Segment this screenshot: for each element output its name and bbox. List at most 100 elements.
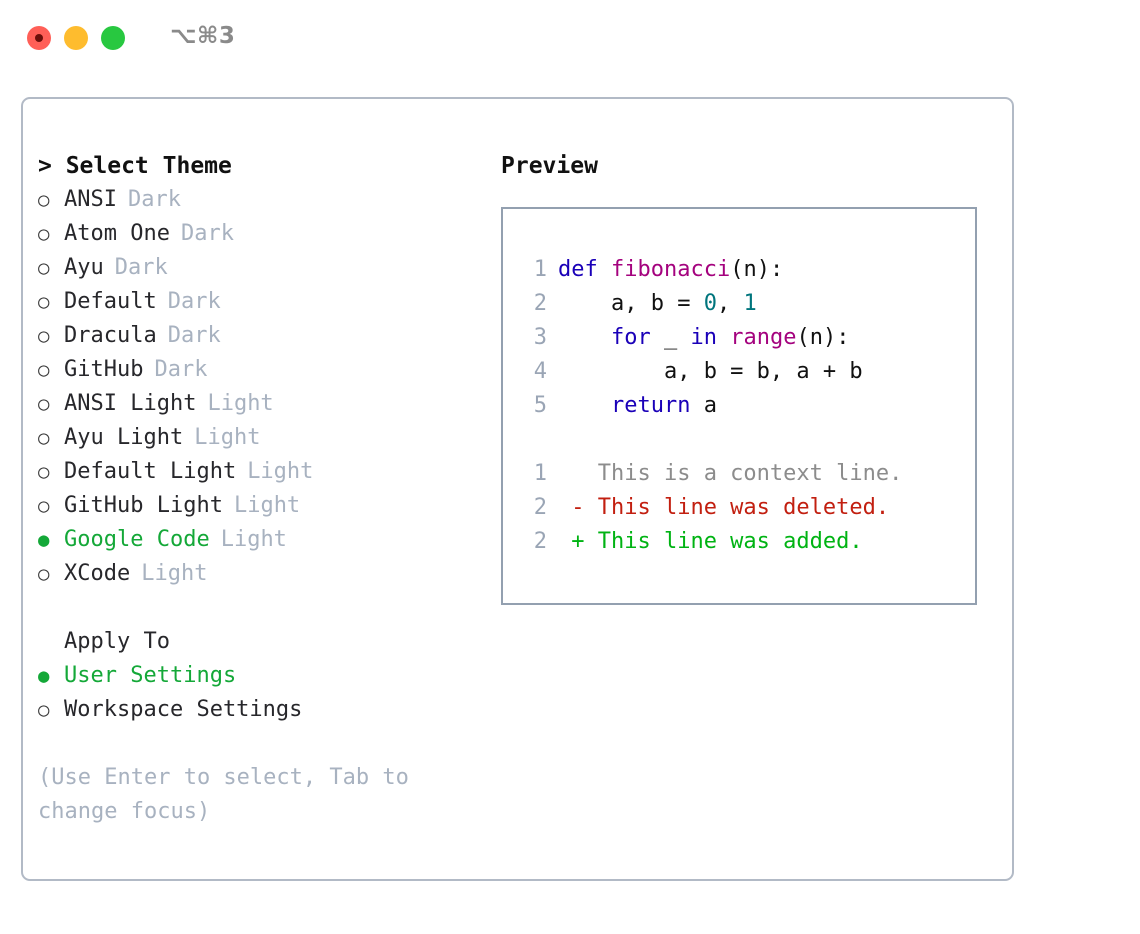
- apply-to-marker-spacer: [38, 625, 64, 659]
- radio-unselected-icon: ○: [38, 495, 50, 517]
- code-line-text: a, b = b, a + b: [558, 355, 863, 389]
- diff-ctx-text: This is a context line.: [558, 461, 903, 486]
- theme-variant-badge: Dark: [127, 187, 181, 212]
- token-num: 0: [703, 291, 717, 316]
- line-number: 5: [533, 393, 547, 418]
- theme-variant-badge: Light: [247, 459, 314, 484]
- code-line: 2 a, b = 0, 1: [517, 287, 902, 321]
- apply-to-option-list[interactable]: ●User Settings ○ Workspace Settings: [38, 659, 498, 727]
- maximize-button[interactable]: [101, 26, 125, 50]
- apply-to-heading: Apply To: [38, 625, 498, 659]
- select-theme-heading: > Select Theme: [38, 153, 232, 179]
- line-number: 1: [533, 257, 547, 282]
- theme-option-default-light[interactable]: ○ Default Light Light: [38, 455, 498, 489]
- code-line: 4 a, b = b, a + b: [517, 355, 902, 389]
- token-pln: a: [690, 393, 717, 418]
- token-pln: (n):: [796, 325, 850, 350]
- theme-variant-badge: Dark: [167, 323, 221, 348]
- token-pln: a, b = b, a + b: [558, 359, 863, 384]
- token-pln: [558, 325, 611, 350]
- theme-variant-badge: Light: [207, 391, 274, 416]
- radio-selected-icon: ●: [38, 665, 50, 687]
- preview-heading: Preview: [501, 153, 598, 179]
- radio-unselected-icon: ○: [38, 461, 50, 483]
- diff-line-del: 2 - This line was deleted.: [517, 491, 902, 525]
- theme-option-label: XCode: [64, 561, 131, 586]
- close-button[interactable]: [27, 26, 51, 50]
- line-number: 2: [533, 291, 547, 316]
- theme-variant-badge: Light: [233, 493, 301, 518]
- theme-option-ayu[interactable]: ○ Ayu Dark: [38, 251, 498, 285]
- theme-option-label: Default Light: [64, 459, 237, 484]
- window-controls: [27, 26, 125, 50]
- token-pln: [598, 257, 611, 282]
- radio-unselected-icon: ○: [38, 257, 50, 279]
- token-kw: def: [558, 257, 598, 282]
- code-line-text: return a: [558, 389, 717, 423]
- code-line-text: + This line was added.: [558, 525, 863, 559]
- theme-option-xcode[interactable]: ○ XCode Light: [38, 557, 498, 591]
- line-number: 2: [533, 529, 547, 554]
- token-pln: [717, 325, 730, 350]
- code-line-text: for _ in range(n):: [558, 321, 849, 355]
- token-pln: a, b =: [558, 291, 704, 316]
- theme-option-label: Google Code: [64, 527, 210, 552]
- theme-variant-badge: Light: [220, 527, 287, 552]
- keyboard-hint: (Use Enter to select, Tab to change focu…: [38, 765, 423, 824]
- code-diff-separator: [517, 423, 902, 457]
- keyboard-shortcut-label: ⌥⌘3: [170, 23, 236, 49]
- theme-option-label: Ayu: [64, 255, 104, 280]
- radio-selected-icon: ●: [38, 529, 50, 551]
- token-kw: return: [610, 393, 691, 418]
- token-kw: for: [610, 325, 651, 350]
- theme-option-google-code[interactable]: ● Google Code Light: [38, 523, 498, 557]
- apply-to-option-label: Workspace Settings: [64, 697, 303, 722]
- token-pln: (n):: [730, 257, 784, 282]
- theme-variant-badge: Dark: [180, 221, 234, 246]
- token-num: 1: [743, 291, 757, 316]
- radio-unselected-icon: ○: [38, 699, 50, 721]
- diff-del-text: - This line was deleted.: [558, 495, 890, 520]
- radio-unselected-icon: ○: [38, 359, 50, 381]
- theme-option-label: GitHub: [64, 357, 144, 382]
- code-line-text: This is a context line.: [558, 457, 903, 491]
- line-number: 4: [533, 359, 547, 384]
- theme-variant-badge: Light: [194, 425, 261, 450]
- code-line-text: def fibonacci(n):: [558, 253, 783, 287]
- theme-option-label: Dracula: [64, 323, 157, 348]
- token-pln: [558, 393, 611, 418]
- diff-line-add: 2 + This line was added.: [517, 525, 902, 559]
- apply-to-option-user-settings[interactable]: ●User Settings: [38, 659, 498, 693]
- radio-unselected-icon: ○: [38, 291, 50, 313]
- diff-add-text: + This line was added.: [558, 529, 863, 554]
- code-line: 1 def fibonacci(n):: [517, 253, 902, 287]
- theme-variant-badge: Dark: [167, 289, 221, 314]
- line-number: 2: [533, 495, 547, 520]
- token-pln: _: [650, 325, 691, 350]
- minimize-button[interactable]: [64, 26, 88, 50]
- theme-variant-badge: Dark: [114, 255, 168, 280]
- radio-unselected-icon: ○: [38, 563, 50, 585]
- radio-unselected-icon: ○: [38, 393, 50, 415]
- apply-to-option-workspace-settings[interactable]: ○ Workspace Settings: [38, 693, 498, 727]
- code-line-text: - This line was deleted.: [558, 491, 889, 525]
- token-fn: range: [730, 325, 797, 350]
- theme-option-label: Atom One: [64, 221, 170, 246]
- theme-variant-badge: Light: [141, 561, 208, 586]
- diff-line-ctx: 1 This is a context line.: [517, 457, 903, 491]
- theme-option-label: ANSI: [64, 187, 117, 212]
